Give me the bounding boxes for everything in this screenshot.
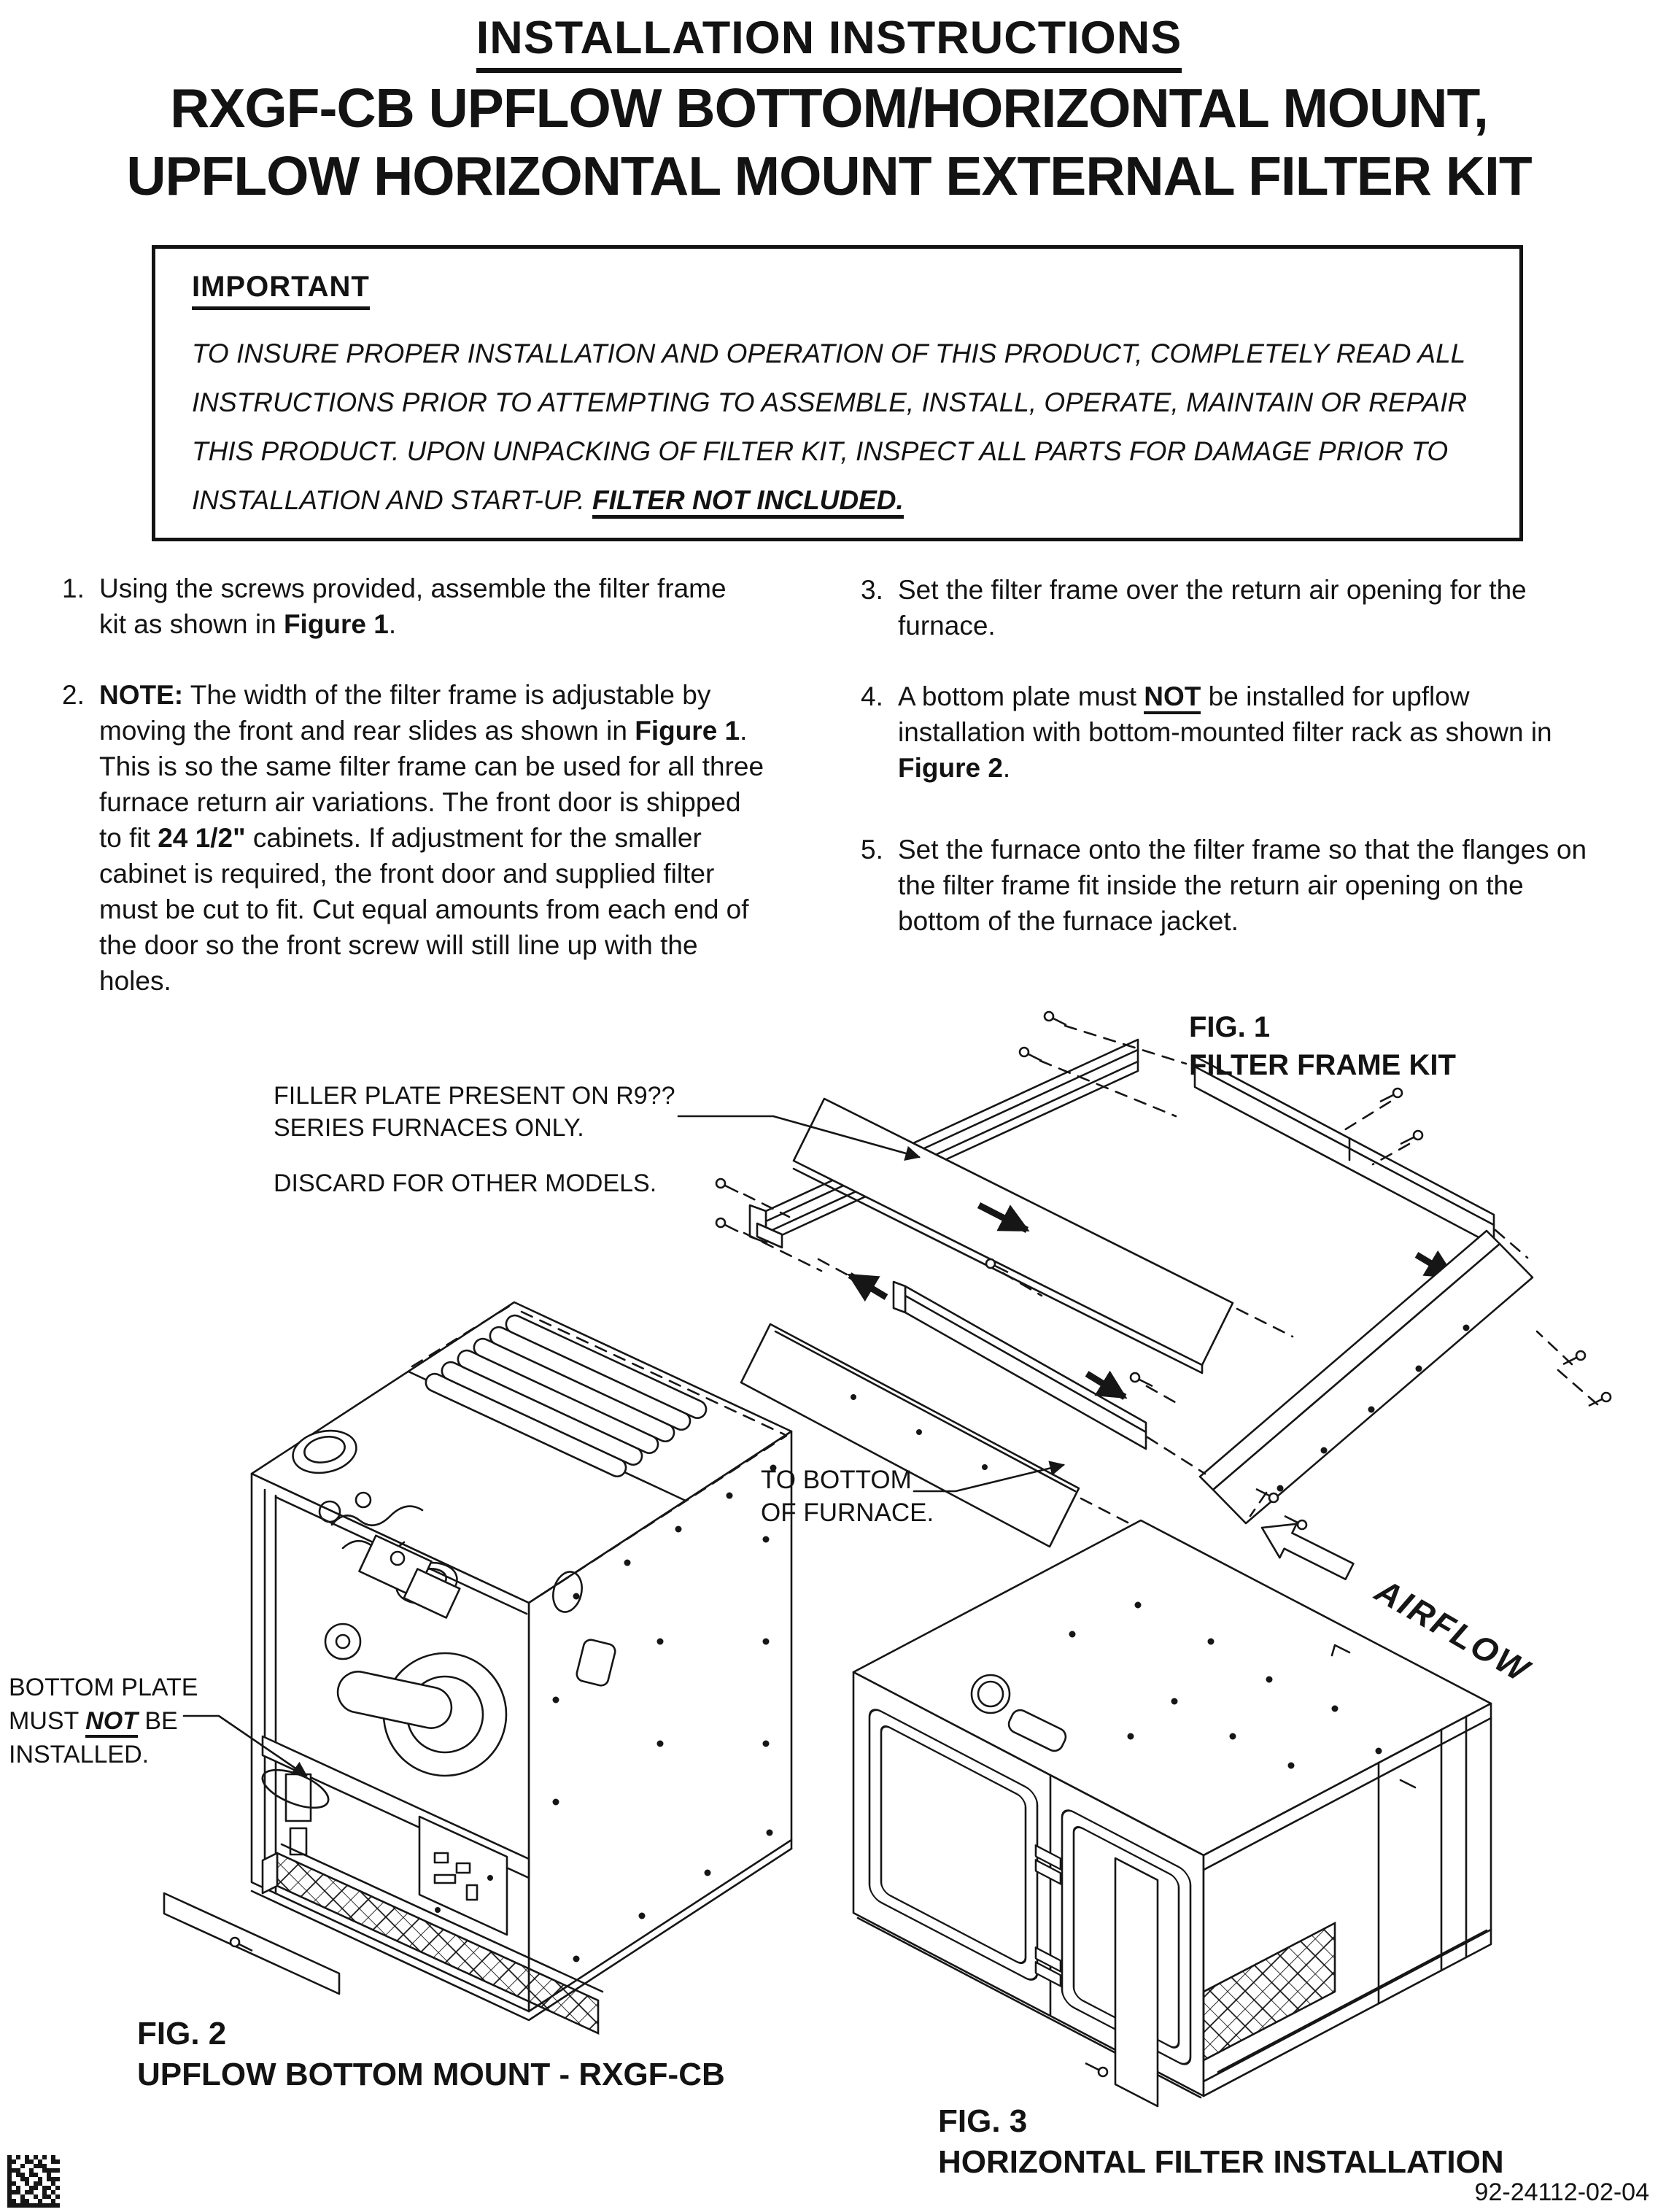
screw-icon bbox=[1399, 1129, 1424, 1145]
step-2-text: NOTE: The width of the filter frame is a… bbox=[99, 680, 764, 996]
step-1: 1. Using the screws provided, assemble t… bbox=[62, 571, 756, 642]
burner-compartment bbox=[263, 1488, 528, 1895]
step-4: 4. A bottom plate must NOT be installed … bbox=[861, 678, 1590, 786]
fig3-drawing-horizontal-furnace: AIRFLOW bbox=[852, 1519, 1538, 2108]
screw-icon bbox=[715, 1217, 740, 1233]
fig2-caption: UPFLOW BOTTOM MOUNT - RXGF-CB bbox=[137, 2057, 725, 2092]
bottom-plate-callout-line2: MUST NOT BE bbox=[9, 1704, 198, 1738]
fig3-label: FIG. 3 bbox=[938, 2103, 1028, 2139]
important-emphasis: FILTER NOT INCLUDED. bbox=[592, 485, 904, 519]
product-title-line1: RXGF-CB UPFLOW BOTTOM/HORIZONTAL MOUNT, bbox=[170, 77, 1489, 139]
filler-plate-callout-line3: DISCARD FOR OTHER MODELS. bbox=[274, 1169, 657, 1197]
important-body: TO INSURE PROPER INSTALLATION AND OPERAT… bbox=[192, 329, 1477, 525]
fig1-label: FIG. 1 bbox=[1189, 1011, 1271, 1043]
document-number: 92-24112-02-04 bbox=[1474, 2178, 1649, 2206]
bottom-plate-panel bbox=[163, 1892, 341, 1995]
fig3-label-block: FIG. 3 HORIZONTAL FILTER INSTALLATION bbox=[938, 2101, 1504, 2183]
filler-plate-callout-line1: FILLER PLATE PRESENT ON R9?? bbox=[274, 1082, 675, 1110]
screw-icon bbox=[1018, 1046, 1043, 1062]
important-body-text: TO INSURE PROPER INSTALLATION AND OPERAT… bbox=[192, 339, 1468, 515]
page-header: INSTALLATION INSTRUCTIONS bbox=[0, 12, 1658, 73]
bottom-filter-rack bbox=[261, 1843, 604, 2035]
screw-icon bbox=[1129, 1372, 1154, 1388]
datamatrix-barcode bbox=[7, 2155, 60, 2208]
airflow-arrow-icon bbox=[1260, 1523, 1355, 1580]
step-1-number: 1. bbox=[62, 573, 85, 603]
step-5-text: Set the furnace onto the filter frame so… bbox=[898, 835, 1587, 936]
step-2: 2. NOTE: The width of the filter frame i… bbox=[62, 677, 766, 999]
step-5: 5. Set the furnace onto the filter frame… bbox=[861, 832, 1590, 939]
fig1-caption: FILTER FRAME KIT bbox=[1189, 1049, 1456, 1081]
fig2-label: FIG. 2 bbox=[137, 2016, 227, 2051]
fig1-label-block: FIG. 1 FILTER FRAME KIT bbox=[1189, 1008, 1456, 1084]
product-title-line2: UPFLOW HORIZONTAL MOUNT EXTERNAL FILTER … bbox=[126, 145, 1532, 206]
bottom-plate-callout-line1: BOTTOM PLATE bbox=[9, 1674, 198, 1701]
bottom-plate-leader bbox=[182, 1714, 308, 1777]
product-title: RXGF-CB UPFLOW BOTTOM/HORIZONTAL MOUNT, … bbox=[0, 74, 1658, 210]
important-heading: IMPORTANT bbox=[192, 271, 370, 310]
to-bottom-callout-line2: OF FURNACE. bbox=[761, 1498, 934, 1527]
screw-icon bbox=[1379, 1087, 1403, 1103]
fig2-label-block: FIG. 2 UPFLOW BOTTOM MOUNT - RXGF-CB bbox=[137, 2014, 725, 2095]
important-notice-box: IMPORTANT TO INSURE PROPER INSTALLATION … bbox=[152, 245, 1523, 541]
fig1-drawing-filter-frame-kit bbox=[677, 1010, 1612, 1548]
fig3-caption: HORIZONTAL FILTER INSTALLATION bbox=[938, 2144, 1504, 2180]
step-1-text: Using the screws provided, assemble the … bbox=[99, 573, 727, 639]
step-4-number: 4. bbox=[861, 681, 883, 711]
step-3: 3. Set the filter frame over the return … bbox=[861, 572, 1597, 643]
screw-icon bbox=[715, 1177, 740, 1194]
step-2-number: 2. bbox=[62, 680, 85, 710]
side-panel-details bbox=[552, 1464, 777, 1962]
heat-exchanger-tubes bbox=[425, 1314, 708, 1478]
filter-media-hatch bbox=[1202, 1921, 1336, 2062]
filler-plate-leader bbox=[677, 1115, 921, 1161]
filler-plate bbox=[792, 1097, 1234, 1374]
rear-slide-rail bbox=[1193, 1055, 1495, 1280]
filler-plate-callout-line2: SERIES FURNACES ONLY. bbox=[274, 1114, 584, 1142]
bottom-plate-callout-line3: INSTALLED. bbox=[9, 1741, 150, 1768]
filler-plate-callout: FILLER PLATE PRESENT ON R9?? SERIES FURN… bbox=[274, 1080, 675, 1199]
step-3-text: Set the filter frame over the return air… bbox=[898, 575, 1527, 641]
removed-filter-strip bbox=[1084, 1857, 1159, 2108]
to-bottom-leader bbox=[913, 1461, 1066, 1493]
blower-compartment bbox=[261, 1735, 530, 1936]
bottom-plate-callout: BOTTOM PLATE MUST NOT BE INSTALLED. bbox=[9, 1671, 198, 1771]
step-3-number: 3. bbox=[861, 575, 883, 605]
top-panel-details bbox=[970, 1601, 1417, 1789]
front-door-rail bbox=[740, 1323, 1080, 1548]
front-right-rail bbox=[1198, 1229, 1534, 1525]
end-filter-rack bbox=[1202, 1715, 1492, 2083]
screw-icon bbox=[1043, 1010, 1068, 1026]
to-bottom-callout: TO BOTTOM OF FURNACE. bbox=[761, 1463, 934, 1529]
step-5-number: 5. bbox=[861, 835, 883, 865]
to-bottom-callout-line1: TO BOTTOM bbox=[761, 1466, 912, 1494]
screw-icon bbox=[1562, 1350, 1587, 1366]
page-title: INSTALLATION INSTRUCTIONS bbox=[476, 12, 1182, 73]
step-4-text: A bottom plate must NOT be installed for… bbox=[898, 681, 1552, 783]
fig2-drawing-upflow-furnace bbox=[163, 1301, 793, 2035]
